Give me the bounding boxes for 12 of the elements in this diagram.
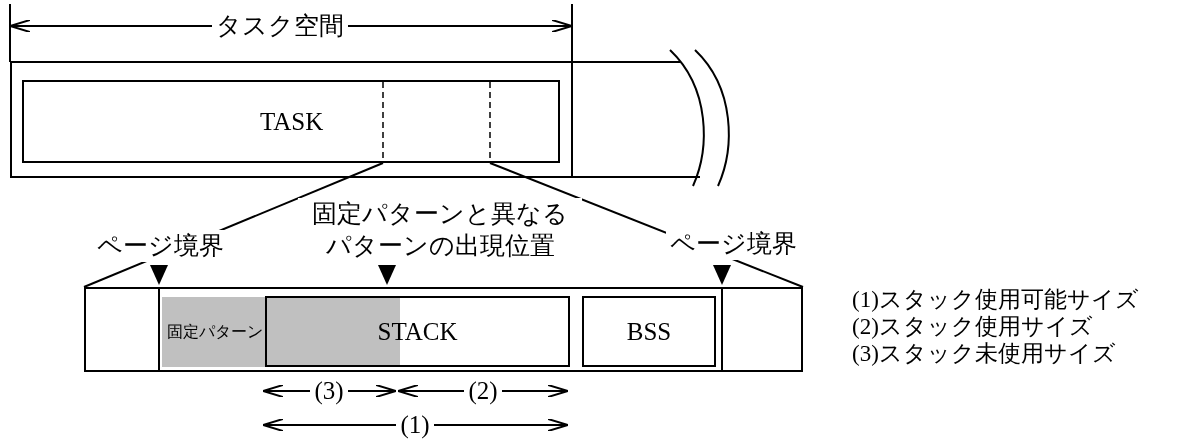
- fixed-pattern-region: [162, 297, 265, 367]
- bss-box: [582, 296, 716, 367]
- stack-box: [265, 296, 570, 367]
- box-label: 固定パターン: [165, 322, 264, 342]
- box-label: BSS: [626, 316, 672, 347]
- legend-note: (3)スタック未使用サイズ: [852, 339, 1116, 368]
- box-label: STACK: [377, 316, 458, 347]
- legend-note: (2)スタック使用サイズ: [852, 312, 1093, 341]
- memory-strip: [84, 287, 803, 372]
- legend-note: (1)スタック使用可能サイズ: [852, 285, 1139, 314]
- box-label: TASK: [260, 106, 324, 137]
- task-box: [22, 80, 560, 163]
